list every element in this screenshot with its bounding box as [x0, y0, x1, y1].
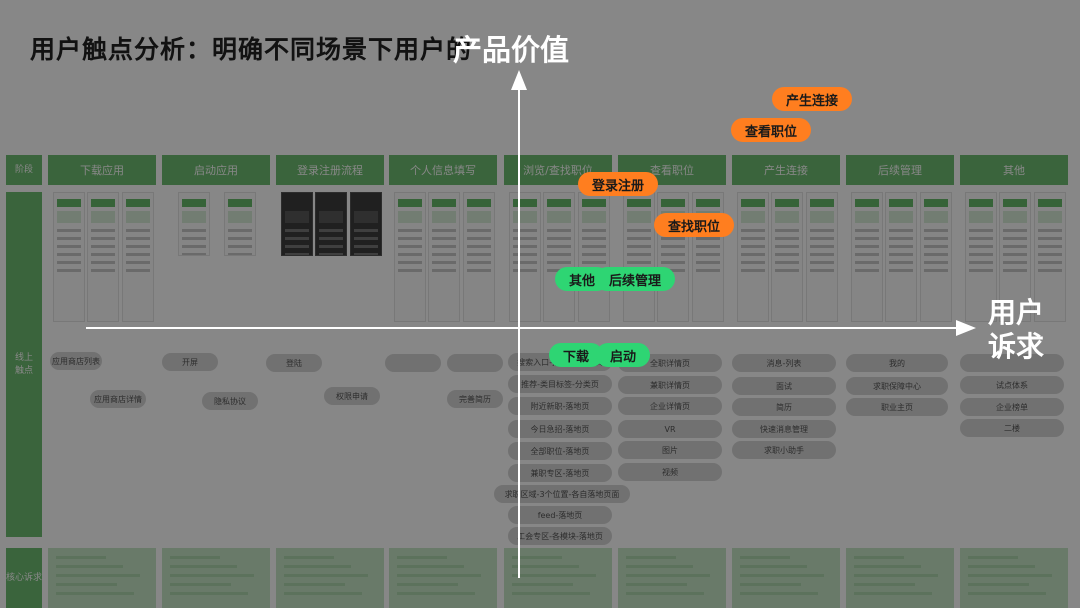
touchpoint-pill: 全部职位-落地页	[508, 442, 612, 460]
screen-thumbnail	[315, 192, 347, 256]
screenshot-group	[732, 192, 840, 322]
scatter-point-tag: 查找职位	[654, 213, 734, 237]
screenshot-group	[389, 192, 497, 322]
screen-thumbnail	[771, 192, 803, 322]
screen-thumbnail	[805, 192, 838, 322]
screenshot-group	[276, 192, 384, 322]
stage-header: 后续管理	[846, 155, 954, 185]
touchpoint-pill: 视频	[618, 463, 722, 481]
row-label-core-needs: 核心诉求	[6, 548, 42, 608]
touchpoint-pill: 兼职专区-落地页	[508, 464, 612, 482]
screen-thumbnail	[850, 192, 883, 322]
screen-thumbnail	[964, 192, 997, 322]
screen-thumbnail	[999, 192, 1031, 322]
touchpoint-pill: 面试	[732, 377, 836, 395]
touchpoint-pill: 应用商店详情	[90, 390, 146, 408]
screenshot-group	[846, 192, 954, 322]
touchpoint-pill: 职业主页	[846, 398, 948, 416]
touchpoint-pill: 企业榜单	[960, 398, 1064, 416]
screen-thumbnail	[87, 192, 119, 322]
screen-thumbnail	[349, 192, 382, 256]
touchpoint-pill: 快速消息管理	[732, 420, 836, 438]
stage-header: 登录注册流程	[276, 155, 384, 185]
screen-thumbnail	[224, 192, 256, 256]
core-need-cell	[48, 548, 156, 608]
touchpoint-pill: VR	[618, 420, 722, 438]
core-need-cell	[960, 548, 1068, 608]
core-need-cell	[276, 548, 384, 608]
touchpoint-pill: 开屏	[162, 353, 218, 371]
screen-thumbnail	[885, 192, 917, 322]
stage-header: 个人信息填写	[389, 155, 497, 185]
touchpoint-pill: 应用商店列表	[50, 352, 102, 370]
touchpoint-pill: 图片	[618, 441, 722, 459]
touchpoint-pill: 企业详情页	[618, 397, 722, 415]
touchpoint-pill: 简历	[732, 398, 836, 416]
screen-thumbnail	[462, 192, 495, 322]
screenshot-group	[48, 192, 156, 322]
touchpoint-pill: 推荐-类目标签-分类页	[508, 375, 612, 393]
touchpoint-pill: 求职保障中心	[846, 377, 948, 395]
y-axis-label: 产品价值	[453, 33, 570, 67]
touchpoint-pill: 今日急招-落地页	[508, 420, 612, 438]
scatter-point-tag: 后续管理	[595, 267, 675, 291]
screen-thumbnail	[178, 192, 210, 256]
screen-thumbnail	[919, 192, 952, 322]
touchpoint-pill	[385, 354, 441, 372]
screen-thumbnail	[1033, 192, 1066, 322]
touchpoint-pill: 附近新职-落地页	[508, 397, 612, 415]
touchpoint-pill: 隐私协议	[202, 392, 258, 410]
scatter-point-tag: 产生连接	[772, 87, 852, 111]
screen-thumbnail	[543, 192, 575, 322]
screen-thumbnail	[577, 192, 610, 322]
touchpoint-pill	[960, 354, 1064, 372]
screen-thumbnail	[121, 192, 154, 322]
screenshot-group	[162, 192, 270, 322]
screen-thumbnail	[736, 192, 769, 322]
core-need-cell	[162, 548, 270, 608]
core-need-cell	[618, 548, 726, 608]
core-need-cell	[389, 548, 497, 608]
stage-header: 产生连接	[732, 155, 840, 185]
touchpoint-pill: 试点体系	[960, 376, 1064, 394]
screen-thumbnail	[428, 192, 460, 322]
touchpoint-pill	[447, 354, 503, 372]
page-title: 用户触点分析：明确不同场景下用户的	[30, 35, 473, 64]
scatter-point-tag: 下载	[549, 343, 603, 367]
screenshot-group	[960, 192, 1068, 322]
touchpoint-pill: 求职区域-3个位置-各自落地页面	[494, 485, 630, 503]
touchpoint-pill: 权限申请	[324, 387, 380, 405]
screen-thumbnail	[393, 192, 426, 322]
touchpoint-pill: 求职小助手	[732, 441, 836, 459]
stage-header: 下载应用	[48, 155, 156, 185]
touchpoint-pill: 我的	[846, 354, 948, 372]
touchpoint-pill: 完善简历	[447, 390, 503, 408]
scatter-point-tag: 登录注册	[578, 172, 658, 196]
scatter-point-tag: 启动	[596, 343, 650, 367]
stage-header: 其他	[960, 155, 1068, 185]
scatter-point-tag: 查看职位	[731, 118, 811, 142]
stage-header: 启动应用	[162, 155, 270, 185]
screen-thumbnail	[280, 192, 313, 256]
core-need-cell	[846, 548, 954, 608]
screen-thumbnail	[622, 192, 655, 322]
touchpoint-pill: feed-落地页	[508, 506, 612, 524]
touchpoint-pill: 工会专区-各模块-落地页	[508, 527, 612, 545]
screen-thumbnail	[52, 192, 85, 322]
touchpoint-pill: 兼职详情页	[618, 376, 722, 394]
row-label-touchpoints: 线上 触点	[6, 192, 42, 537]
touchpoint-pill: 登陆	[266, 354, 322, 372]
touchpoint-pill: 消息-列表	[732, 354, 836, 372]
core-need-cell	[732, 548, 840, 608]
touchpoint-pill: 二楼	[960, 419, 1064, 437]
x-axis-label: 用户 诉求	[988, 296, 1045, 363]
row-label-stage: 阶段	[6, 155, 42, 185]
core-need-cell	[504, 548, 612, 608]
